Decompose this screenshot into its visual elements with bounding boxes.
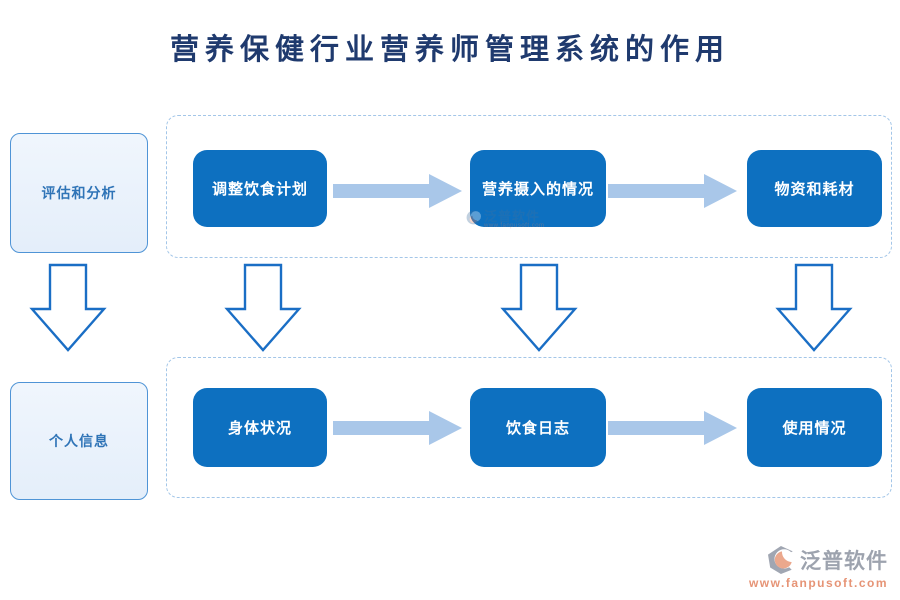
bottom-flow-group bbox=[166, 357, 892, 498]
right-arrow-icon bbox=[608, 411, 737, 445]
down-arrow-icon bbox=[500, 263, 578, 352]
flow-box-nutrition-intake: 营养摄入的情况 bbox=[470, 150, 606, 227]
personal-info-label: 个人信息 bbox=[49, 433, 109, 449]
brand-url: www.fanpusoft.com bbox=[748, 576, 888, 590]
down-arrow-icon bbox=[29, 263, 107, 352]
flow-box-label: 营养摄入的情况 bbox=[481, 181, 594, 198]
fanpu-logo-icon bbox=[768, 546, 794, 574]
personal-info-box: 个人信息 bbox=[10, 382, 148, 500]
flow-box-usage-status: 使用情况 bbox=[747, 388, 882, 467]
eval-analysis-label: 评估和分析 bbox=[41, 185, 117, 201]
flow-box-label: 物资和耗材 bbox=[774, 181, 855, 198]
flow-box-diet-log: 饮食日志 bbox=[470, 388, 606, 467]
right-arrow-icon bbox=[608, 174, 737, 208]
flow-box-label: 身体状况 bbox=[227, 420, 292, 437]
flow-box-label: 饮食日志 bbox=[505, 420, 570, 437]
brand-watermark: 泛普软件 www.fanpusoft.com bbox=[728, 545, 888, 590]
down-arrow-icon bbox=[224, 263, 302, 352]
right-arrow-icon bbox=[333, 411, 462, 445]
right-arrow-icon bbox=[333, 174, 462, 208]
flow-box-label: 调整饮食计划 bbox=[211, 181, 308, 198]
flow-box-materials-consumables: 物资和耗材 bbox=[747, 150, 882, 227]
flow-box-adjust-diet-plan: 调整饮食计划 bbox=[193, 150, 327, 227]
diagram-title: 营养保健行业营养师管理系统的作用 bbox=[169, 34, 730, 66]
flow-box-label: 使用情况 bbox=[782, 420, 847, 437]
down-arrow-icon bbox=[775, 263, 853, 352]
eval-analysis-box: 评估和分析 bbox=[10, 133, 148, 253]
flow-box-physical-condition: 身体状况 bbox=[193, 388, 327, 467]
top-flow-group bbox=[166, 115, 892, 258]
brand-name: 泛普软件 bbox=[800, 550, 888, 573]
